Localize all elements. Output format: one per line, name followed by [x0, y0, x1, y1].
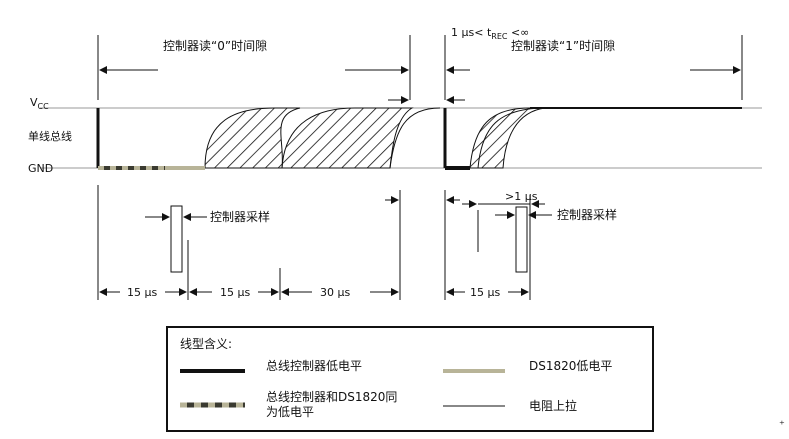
- timing-t2: 15 µs: [220, 286, 250, 299]
- hatch-region-3: [469, 107, 546, 169]
- hatch-region-2: [281, 107, 414, 169]
- read1-slot-label: 控制器读“1”时间隙: [511, 39, 615, 53]
- sample-window-0: [170, 205, 183, 273]
- gnd-label: GND: [28, 162, 53, 175]
- sample-label-left: 控制器采样: [210, 209, 270, 224]
- legend-label-pullup: 电阻上拉: [529, 398, 577, 413]
- legend-label-master-low: 总线控制器低电平: [266, 359, 362, 373]
- sample-window-1: [515, 206, 528, 273]
- pullup-curve-slot1: [477, 107, 541, 169]
- bus-label: 单线总线: [28, 129, 72, 143]
- trec-label: 1 µs< tREC <∞: [451, 26, 529, 41]
- pullup-curve-end: [389, 107, 441, 169]
- timing-t1: 15 µs: [127, 286, 157, 299]
- timing-t3: 30 µs: [320, 286, 350, 299]
- sample-label-right: 控制器采样: [557, 207, 617, 222]
- legend-label-both-low-2: 为低电平: [266, 405, 314, 419]
- legend-title: 线型含义:: [180, 336, 232, 351]
- legend-label-ds-low: DS1820低电平: [529, 359, 612, 373]
- corner-mark: ⁺: [779, 418, 785, 431]
- timing-t4: 15 µs: [470, 286, 500, 299]
- legend-label-both-low-1: 总线控制器和DS1820同: [266, 390, 397, 404]
- hatch-region-1: [204, 107, 301, 169]
- legend-box: [166, 326, 654, 432]
- gt1us-label: >1 µs: [505, 190, 538, 203]
- vcc-label: VCC: [30, 96, 49, 111]
- read0-slot-label: 控制器读“0”时间隙: [163, 39, 267, 53]
